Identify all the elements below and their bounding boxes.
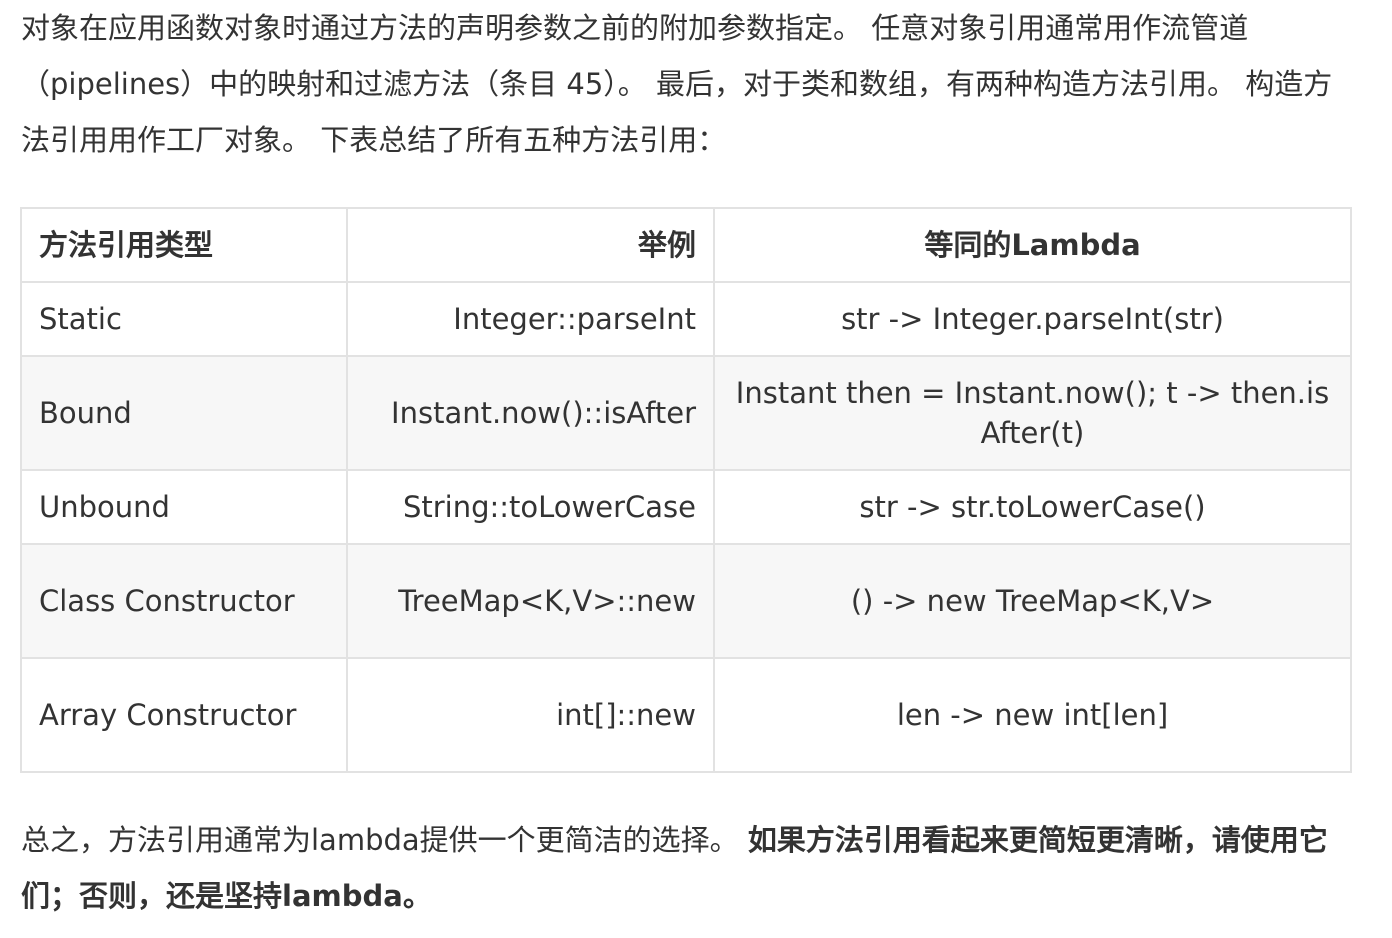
table-row: Bound Instant.now()::isAfter Instant the… [20,355,1352,471]
table-row: Static Integer::parseInt str -> Integer.… [20,281,1352,357]
summary-paragraph: 总之，方法引用通常为lambda提供一个更简洁的选择。 如果方法引用看起来更简短… [21,812,1361,924]
cell-type: Bound [20,355,348,471]
cell-example: Integer::parseInt [346,281,715,357]
cell-example: int[]::new [346,657,715,773]
table-row: Class Constructor TreeMap<K,V>::new () -… [20,543,1352,659]
cell-example: TreeMap<K,V>::new [346,543,715,659]
method-reference-table: 方法引用类型 举例 等同的Lambda Static Integer::pars… [20,207,1352,773]
cell-example: String::toLowerCase [346,469,715,545]
header-lambda: 等同的Lambda [713,207,1352,283]
cell-example: Instant.now()::isAfter [346,355,715,471]
table-row: Unbound String::toLowerCase str -> str.t… [20,469,1352,545]
cell-type: Class Constructor [20,543,348,659]
cell-lambda: len -> new int[len] [713,657,1352,773]
cell-lambda: str -> str.toLowerCase() [713,469,1352,545]
cell-lambda: () -> new TreeMap<K,V> [713,543,1352,659]
intro-paragraph: 对象在应用函数对象时通过方法的声明参数之前的附加参数指定。 任意对象引用通常用作… [21,11,1333,157]
header-type: 方法引用类型 [20,207,348,283]
cell-type: Unbound [20,469,348,545]
table-row: Array Constructor int[]::new len -> new … [20,657,1352,773]
cell-type: Static [20,281,348,357]
header-example: 举例 [346,207,715,283]
cell-lambda: Instant then = Instant.now(); t -> then.… [713,355,1352,471]
summary-text: 总之，方法引用通常为lambda提供一个更简洁的选择。 [21,823,748,857]
cell-type: Array Constructor [20,657,348,773]
table-header-row: 方法引用类型 举例 等同的Lambda [20,207,1352,283]
summary-bold-text: 如果方法引用看起来更简短更清晰，请使用它们；否则，还是坚持lambda。 [21,823,1328,913]
cell-lambda: str -> Integer.parseInt(str) [713,281,1352,357]
